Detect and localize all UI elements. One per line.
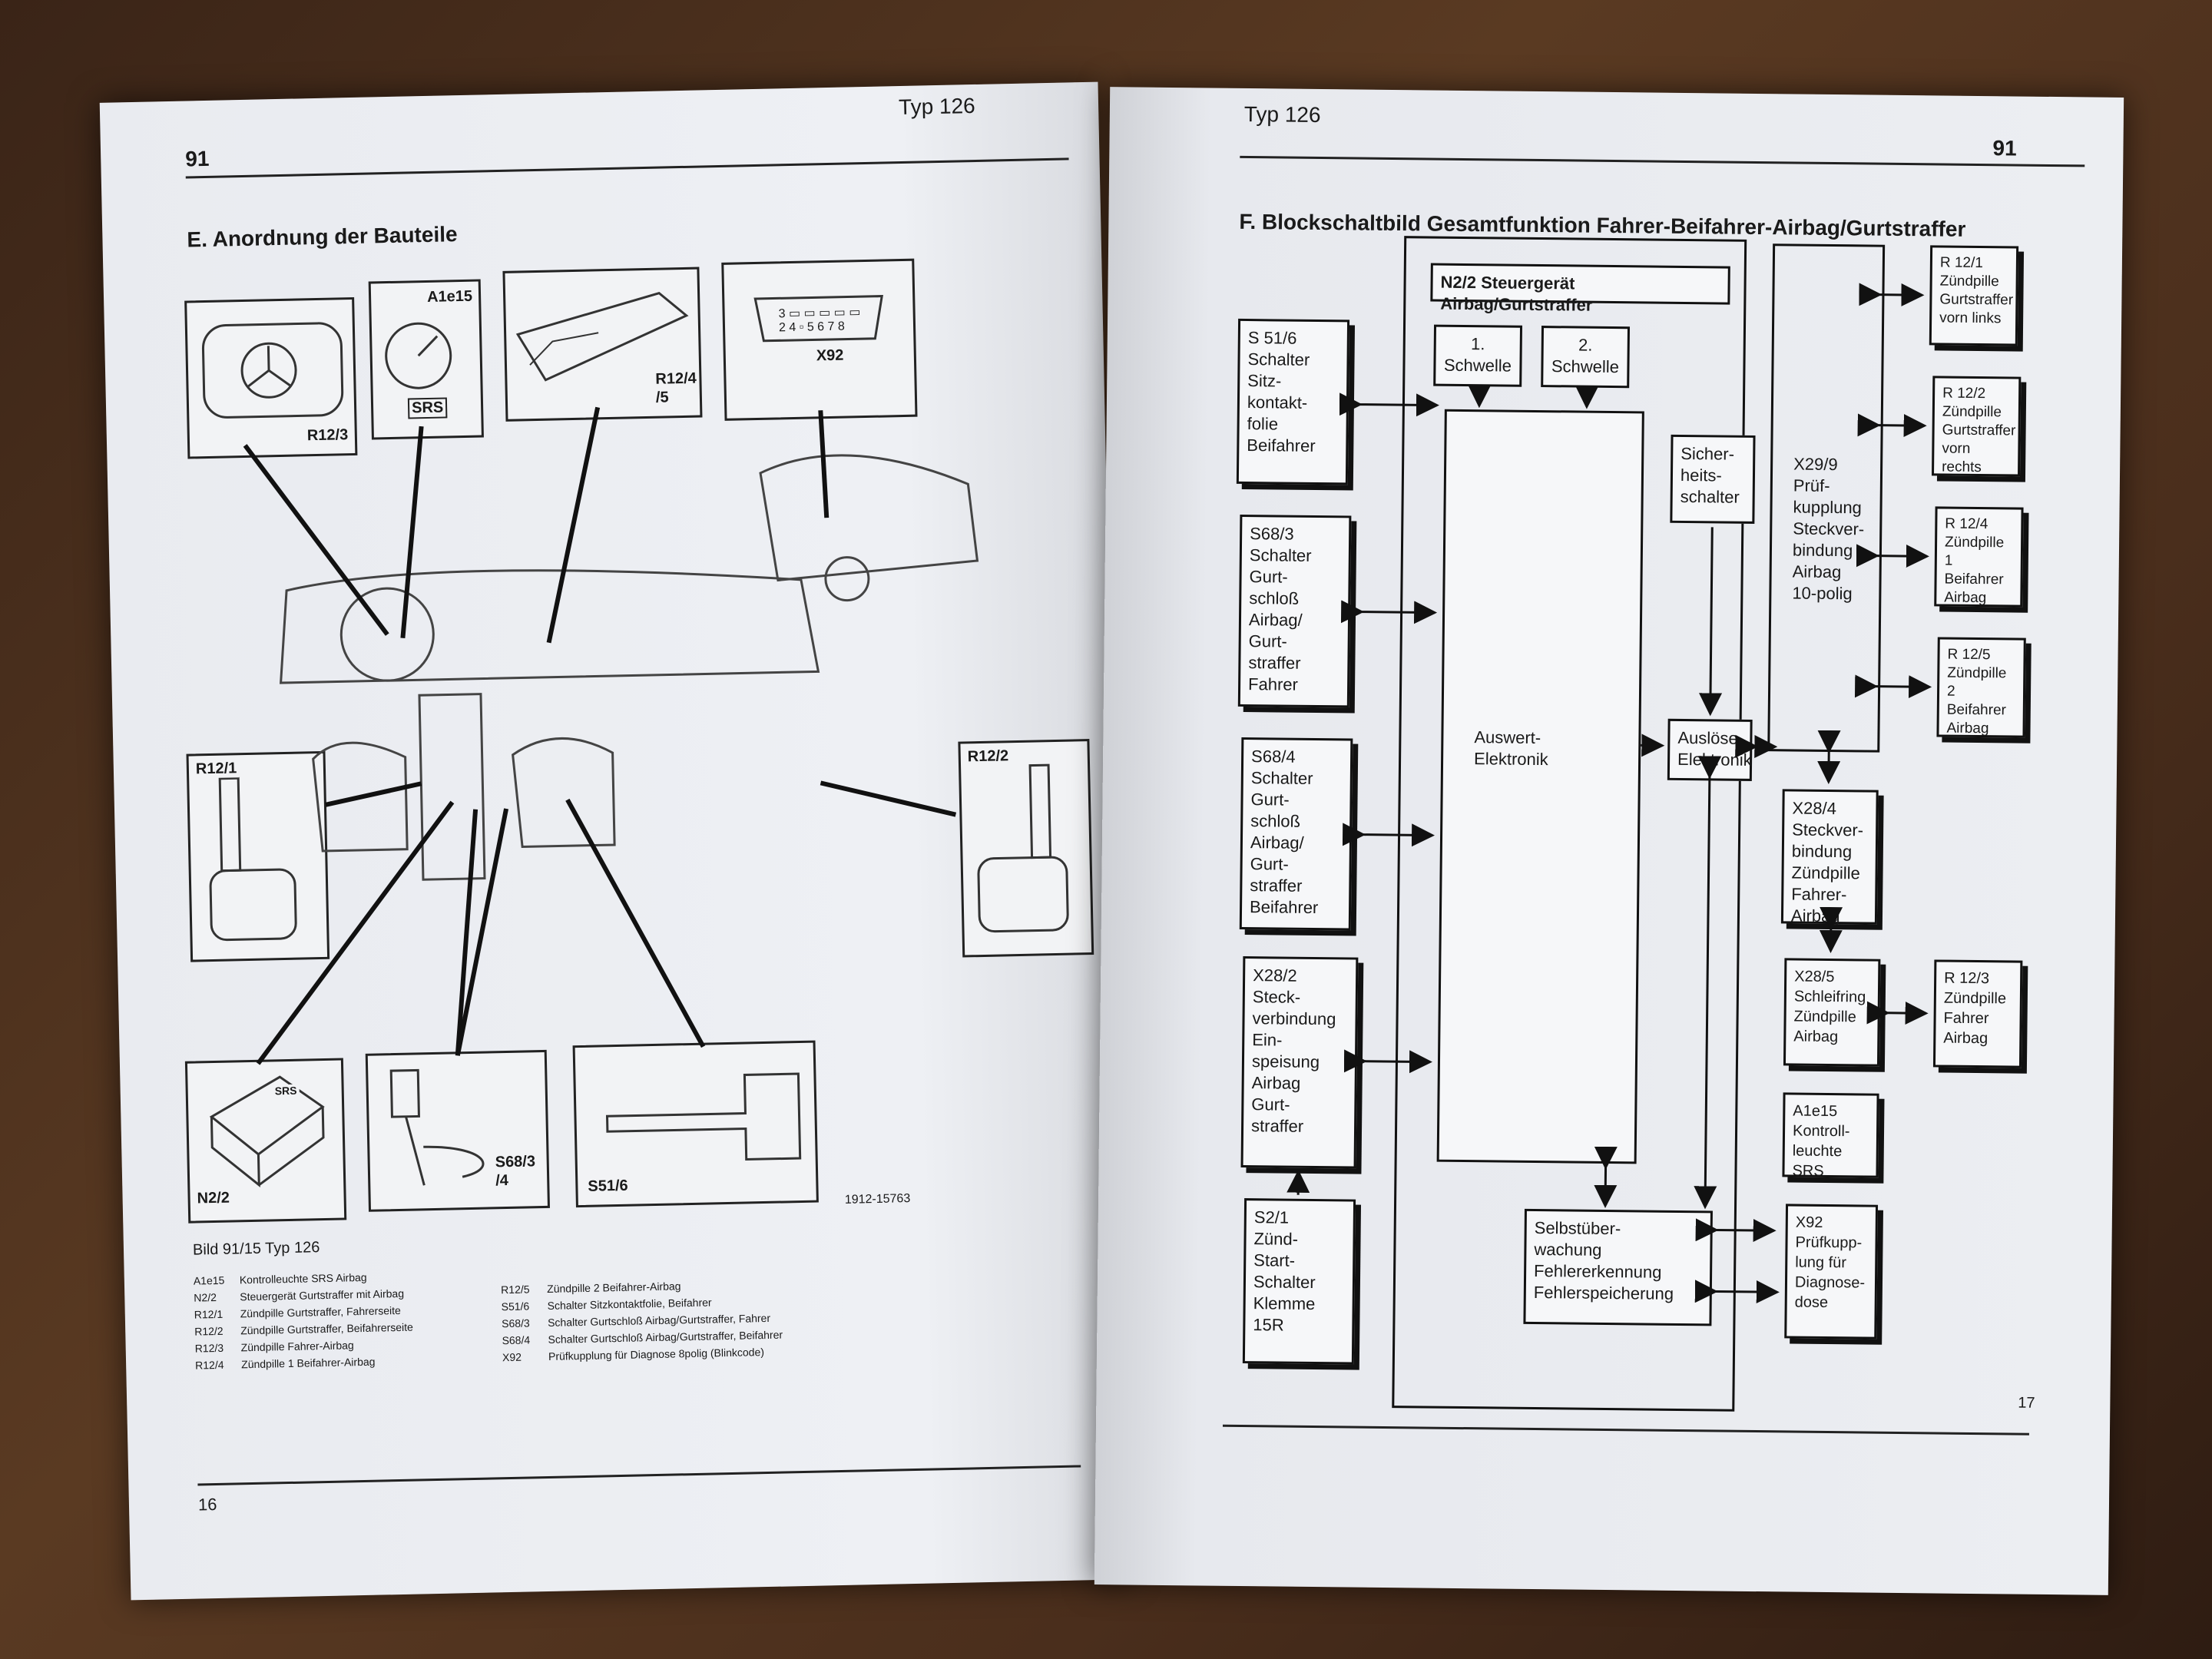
block-r12-1: R 12/1 Zündpille Gurtstraffer vorn links <box>1929 245 2019 346</box>
block-x28-4: X28/4 Steckver- bindung Zündpille Fahrer… <box>1780 789 1879 926</box>
belt-tensioner-drawing-right <box>977 763 1069 933</box>
figure-caption: Bild 91/15 Typ 126 <box>192 1239 320 1259</box>
footer-rule <box>1222 1424 2029 1435</box>
callout-n2-2: N2/2 <box>194 1189 233 1208</box>
socket-pins-top: 3 ▭ ▭ ▭ ▭ ▭ <box>778 306 861 321</box>
block-r12-2: R 12/2 Zündpille Gurtstraffer vorn recht… <box>1932 376 2022 477</box>
type-header: Typ 126 <box>1243 101 1321 127</box>
block-s51-6: S 51/6 Schalter Sitz- kontakt- folie Bei… <box>1236 318 1350 485</box>
block-auswert-elektronik: Auswert- Elektronik <box>1436 409 1644 1164</box>
socket-pins-bottom: 2 4 ▫ 5 6 7 8 <box>778 320 845 335</box>
belt-tensioner-drawing-left <box>209 777 297 942</box>
block-selbstueberwachung: Selbstüber- wachung Fehlererkennung Fehl… <box>1523 1208 1713 1326</box>
page-number: 16 <box>197 1495 217 1515</box>
block-x28-5: X28/5 Schleifring Zündpille Airbag <box>1783 958 1881 1067</box>
control-unit-detail: SRS N2/2 <box>184 1058 347 1224</box>
seat-contact-switch-detail: S51/6 <box>572 1040 819 1208</box>
section-number: 91 <box>184 146 210 171</box>
callout-srs: SRS <box>407 397 448 419</box>
block-n2-2: N2/2 Steuergerät Airbag/Gurtstraffer <box>1430 263 1730 315</box>
callout-x92: X92 <box>813 346 846 366</box>
section-number: 91 <box>1992 136 2017 161</box>
block-a1e15: A1e15 Kontroll- leuchte SRS <box>1782 1092 1879 1180</box>
block-r12-3: R 12/3 Zündpille Fahrer Airbag <box>1932 959 2023 1068</box>
type-header: Typ 126 <box>898 93 976 120</box>
steering-wheel-drawing <box>201 322 344 419</box>
instrument-detail: A1e15 SRS <box>368 279 484 440</box>
diagnostic-socket-detail: 3 ▭ ▭ ▭ ▭ ▭ 2 4 ▫ 5 6 7 8 X92 <box>721 258 918 421</box>
block-r12-4: R 12/4 Zündpille 1 Beifahrer Airbag <box>1934 506 2024 608</box>
gauge-drawing <box>385 322 452 389</box>
block-x29-9: X29/9 Prüf- kupplung Steckver- bindung A… <box>1792 454 1865 604</box>
srs-module-label: SRS <box>272 1084 300 1098</box>
seat-contact-drawing <box>605 1072 802 1161</box>
footer-rule <box>197 1465 1081 1486</box>
header-rule <box>1240 155 2085 167</box>
right-page: Typ 126 91 F. Blockschaltbild Gesamtfunk… <box>1094 87 2124 1595</box>
block-x28-2: X28/2 Steck- verbindung Ein- speisung Ai… <box>1240 956 1359 1169</box>
callout-s51-6: S51/6 <box>585 1177 631 1196</box>
callout-r12-4: R12/4 /5 <box>653 369 700 407</box>
block-ausloese-elektronik: Auslöse- Elektronik <box>1667 718 1753 781</box>
block-schwelle-1: 1. Schwelle <box>1433 324 1523 387</box>
page-number: 17 <box>2018 1394 2035 1412</box>
figure-number: 1912-15763 <box>844 1192 911 1207</box>
dashboard-passenger-detail: R12/4 /5 <box>502 267 703 422</box>
dash-drawing <box>515 291 689 382</box>
block-s68-3: S68/3 Schalter Gurt- schloß Airbag/ Gurt… <box>1237 514 1352 708</box>
section-title: E. Anordnung der Bauteile <box>187 222 458 252</box>
buckle-switch-drawing <box>389 1068 485 1186</box>
block-x92: X92 Prüfkupp- lung für Diagnose- dose <box>1784 1204 1879 1339</box>
block-schwelle-2: 2. Schwelle <box>1541 326 1631 389</box>
block-s68-4: S68/4 Schalter Gurt- schloß Airbag/ Gurt… <box>1239 737 1353 931</box>
block-r12-5: R 12/5 Zündpille 2 Beifahrer Airbag <box>1936 637 2026 738</box>
socket-drawing <box>753 295 883 343</box>
steering-wheel-detail: R12/3 <box>184 296 358 459</box>
callout-r12-3: R12/3 <box>304 426 351 445</box>
callout-a1e15: A1e15 <box>424 287 475 307</box>
driver-belt-tensioner-detail: R12/1 <box>186 750 330 962</box>
section-title: F. Blockschaltbild Gesamtfunktion Fahrer… <box>1239 209 1966 241</box>
callout-s68-3: S68/3 /4 <box>492 1152 538 1190</box>
control-unit-drawing <box>209 1075 325 1187</box>
left-page: Typ 126 91 E. Anordnung der Bauteile R12… <box>99 81 1130 1601</box>
callout-r12-1: R12/1 <box>193 760 240 779</box>
buckle-switch-detail: S68/3 /4 <box>365 1049 550 1212</box>
block-sicherheitsschalter: Sicher- heits- schalter <box>1670 434 1756 524</box>
header-rule <box>185 157 1069 179</box>
block-s2-1: S2/1 Zünd- Start- Schalter Klemme 15R <box>1242 1198 1356 1365</box>
passenger-belt-tensioner-detail: R12/2 <box>958 739 1094 958</box>
callout-r12-2: R12/2 <box>965 747 1012 767</box>
